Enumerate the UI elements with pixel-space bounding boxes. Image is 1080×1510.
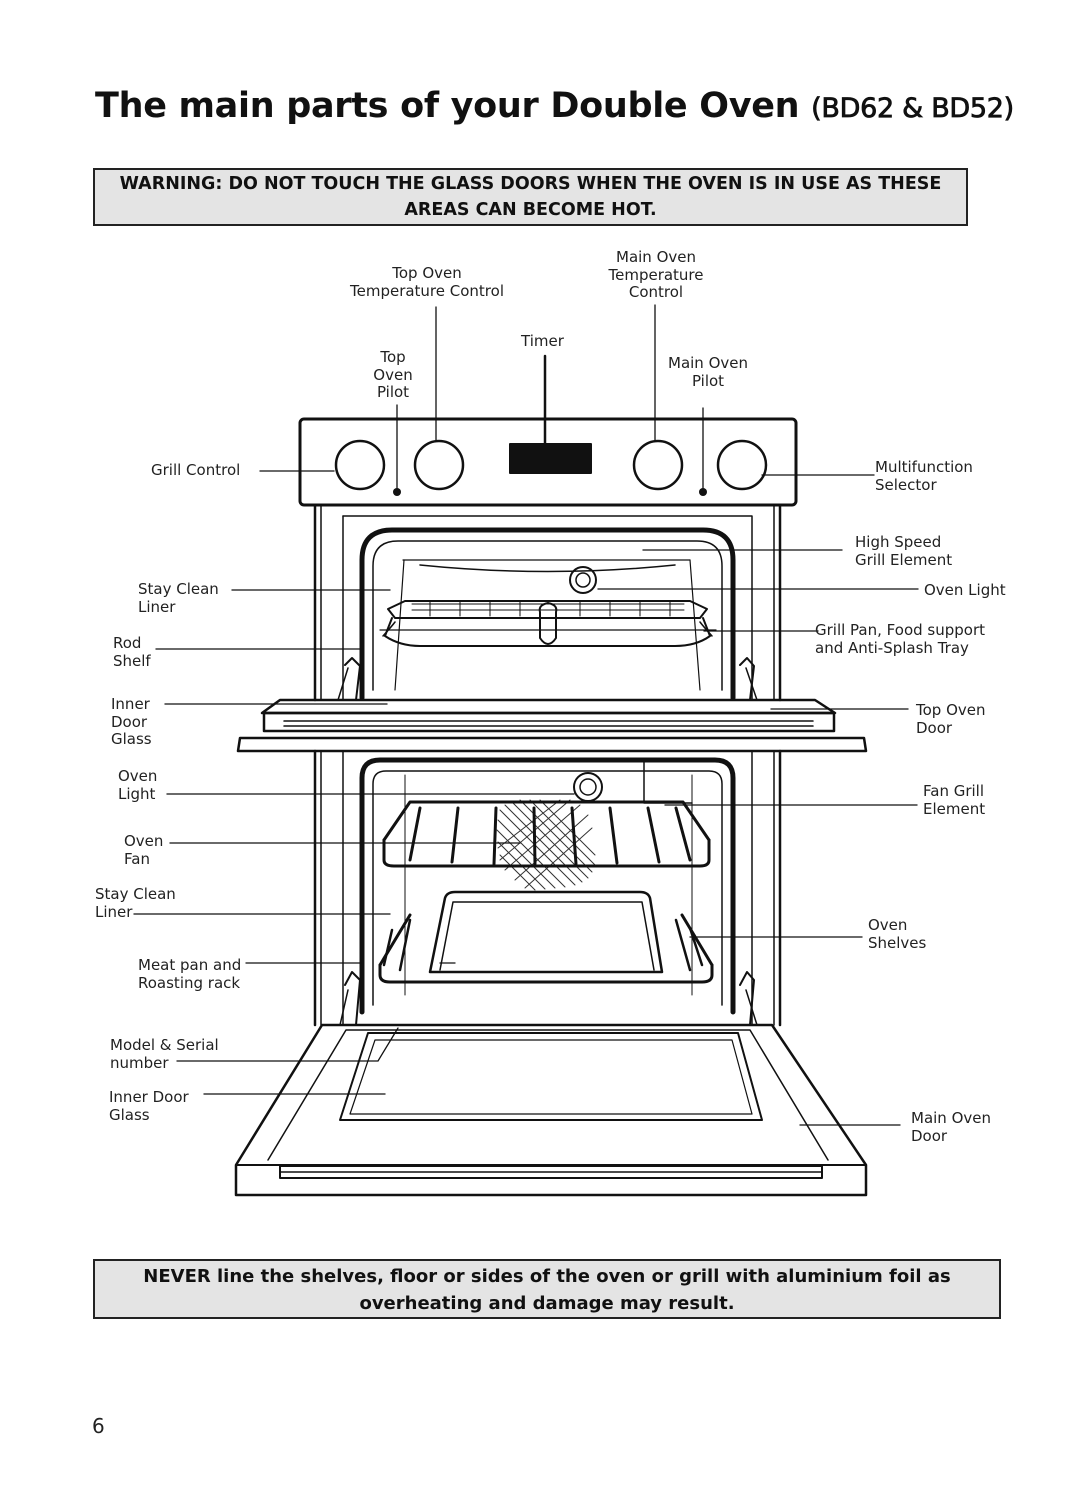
label-oven-fan: Oven Fan xyxy=(124,832,164,868)
warning-line-2: AREAS CAN BECOME HOT. xyxy=(404,200,657,220)
warning-line-1: WARNING: DO NOT TOUCH THE GLASS DOORS WH… xyxy=(119,174,942,194)
label-top-oven-temperature-control: Top Oven Temperature Control xyxy=(349,264,504,300)
label-top-oven-pilot: Top Oven Pilot xyxy=(373,348,413,401)
foil-notice-box: NEVER line the shelves, floor or sides o… xyxy=(93,1259,1001,1319)
top-oven-pilot-light xyxy=(393,488,401,496)
label-stay-clean-liner-top: Stay Clean Liner xyxy=(138,580,219,616)
label-meat-pan: Meat pan and Roasting rack xyxy=(138,956,242,992)
label-fan-grill-element: Fan Grill Element xyxy=(923,782,986,818)
label-model-serial-number: Model & Serial number xyxy=(110,1036,219,1072)
grill-control-knob xyxy=(334,439,386,491)
label-oven-light-main: Oven Light xyxy=(118,767,158,803)
multifunction-selector-knob xyxy=(716,439,768,491)
label-top-oven-door: Top Oven Door xyxy=(916,701,986,737)
label-main-oven-door: Main Oven Door xyxy=(911,1109,991,1145)
leader-lines xyxy=(133,304,919,1126)
label-main-oven-pilot: Main Oven Pilot xyxy=(668,354,748,390)
main-oven-door xyxy=(234,1023,868,1197)
page-title-main: The main parts of your Double Oven xyxy=(95,86,800,126)
main-oven-pilot-light xyxy=(699,488,707,496)
warning-box: WARNING: DO NOT TOUCH THE GLASS DOORS WH… xyxy=(93,168,968,226)
top-oven xyxy=(313,503,782,702)
notice-line-2: overheating and damage may result. xyxy=(359,1293,735,1314)
label-timer: Timer xyxy=(521,332,564,350)
main-oven-temperature-knob xyxy=(632,439,684,491)
label-stay-clean-liner-main: Stay Clean Liner xyxy=(95,885,176,921)
label-multifunction-selector: Multifunction Selector xyxy=(875,458,973,494)
main-oven xyxy=(313,749,782,1027)
top-oven-door xyxy=(236,698,868,753)
label-inner-door-glass-main: Inner Door Glass xyxy=(109,1088,189,1124)
label-high-speed-grill-element: High Speed Grill Element xyxy=(855,533,953,569)
label-grill-pan: Grill Pan, Food support and Anti-Splash … xyxy=(815,621,985,657)
label-inner-door-glass-top: Inner Door Glass xyxy=(111,695,152,748)
page-title: The main parts of your Double Oven (BD62… xyxy=(95,86,1015,126)
label-oven-light-top: Oven Light xyxy=(924,581,1006,599)
label-rod-shelf: Rod Shelf xyxy=(113,634,151,670)
control-panel xyxy=(298,417,798,507)
label-grill-control: Grill Control xyxy=(151,461,241,479)
label-main-oven-temperature-control: Main Oven Temperature Control xyxy=(608,248,704,301)
top-oven-temperature-knob xyxy=(413,439,465,491)
timer-display xyxy=(509,443,592,474)
label-oven-shelves: Oven Shelves xyxy=(868,916,927,952)
notice-line-1: NEVER line the shelves, floor or sides o… xyxy=(143,1266,951,1287)
page-number: 6 xyxy=(92,1414,105,1438)
page-title-model: (BD62 & BD52) xyxy=(811,93,1015,125)
